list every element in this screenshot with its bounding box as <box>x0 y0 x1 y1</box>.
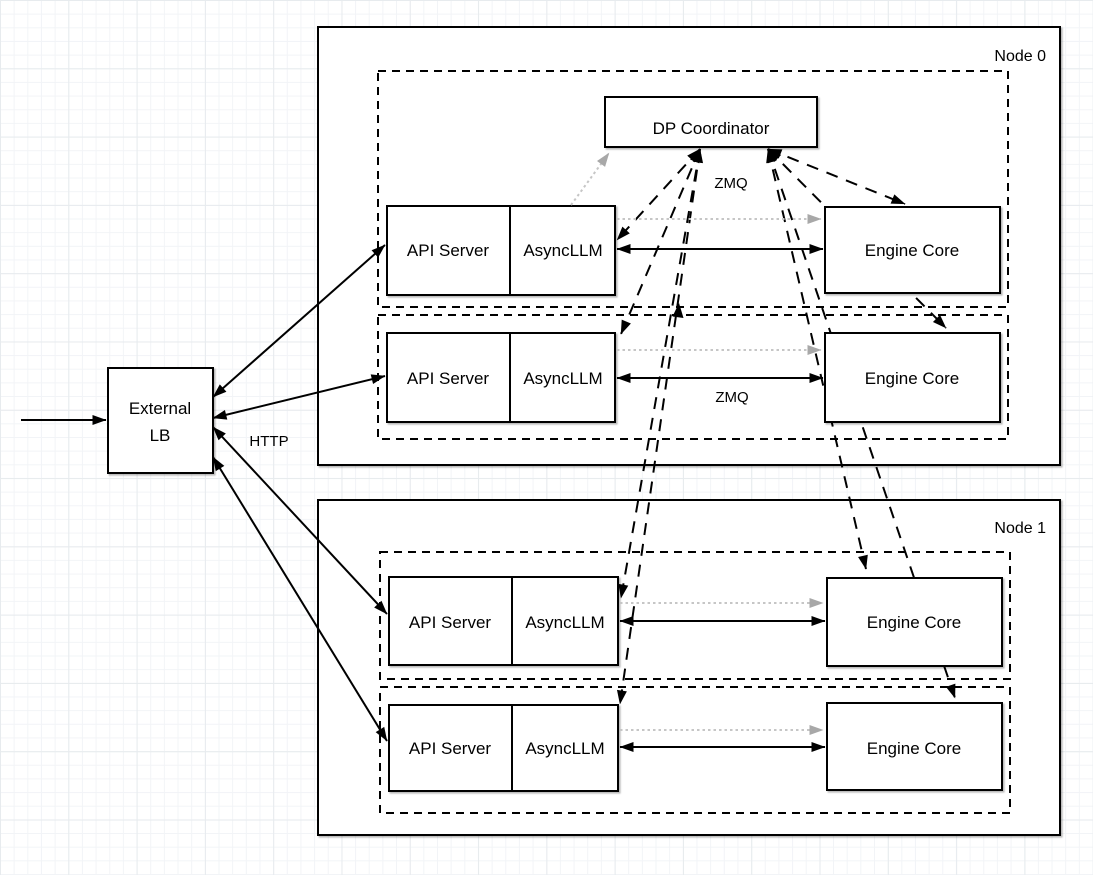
api-asyncllm-box-rank0 <box>386 205 616 296</box>
engine-core-box-rank3 <box>826 702 1003 791</box>
lb-api-link-rank3 <box>212 456 388 742</box>
asyncllm-label-rank1: AsyncLLM <box>523 369 602 388</box>
api-server-label-rank3: API Server <box>409 739 492 758</box>
lb-api-link-rank0 <box>212 244 386 398</box>
node0-label: Node 0 <box>994 48 1046 65</box>
external-lb-label-line2: LB <box>150 426 171 445</box>
dp-coordinator-label: DP Coordinator <box>653 119 770 138</box>
http-label: HTTP <box>249 433 288 450</box>
external-lb-label-line1: External <box>129 399 191 418</box>
engine-core-label-rank3: Engine Core <box>867 739 962 758</box>
dp-coordinator-box <box>604 96 818 148</box>
zmq-rank1-label: ZMQ <box>715 389 748 406</box>
asyncllm-label-rank0: AsyncLLM <box>523 241 602 260</box>
engine-core-label-rank0: Engine Core <box>865 241 960 260</box>
api-asyncllm-box-rank3 <box>388 704 619 792</box>
api-server-label-rank1: API Server <box>407 369 490 388</box>
asyncllm-label-rank2: AsyncLLM <box>525 613 604 632</box>
dp-asyncllm-dashed-link-rank3 <box>616 148 704 705</box>
api-asyncllm-box-rank1 <box>386 332 616 423</box>
engine-core-box-rank0 <box>824 206 1001 294</box>
api-server-label-rank2: API Server <box>409 613 492 632</box>
engine-core-label-rank1: Engine Core <box>865 369 960 388</box>
node1-label: Node 1 <box>994 520 1046 537</box>
external-lb-box <box>107 367 214 474</box>
api-asyncllm-box-rank2 <box>388 576 619 666</box>
asyncllm-label-rank3: AsyncLLM <box>525 739 604 758</box>
zmq-coordinator-label: ZMQ <box>714 175 747 192</box>
mid-up-arrowhead-icon <box>672 303 684 318</box>
api-server-label-rank0: API Server <box>407 241 490 260</box>
engine-core-label-rank2: Engine Core <box>867 613 962 632</box>
lb-api-link-rank1 <box>212 374 386 420</box>
engine-core-box-rank2 <box>826 577 1003 667</box>
engine-core-box-rank1 <box>824 332 1001 423</box>
